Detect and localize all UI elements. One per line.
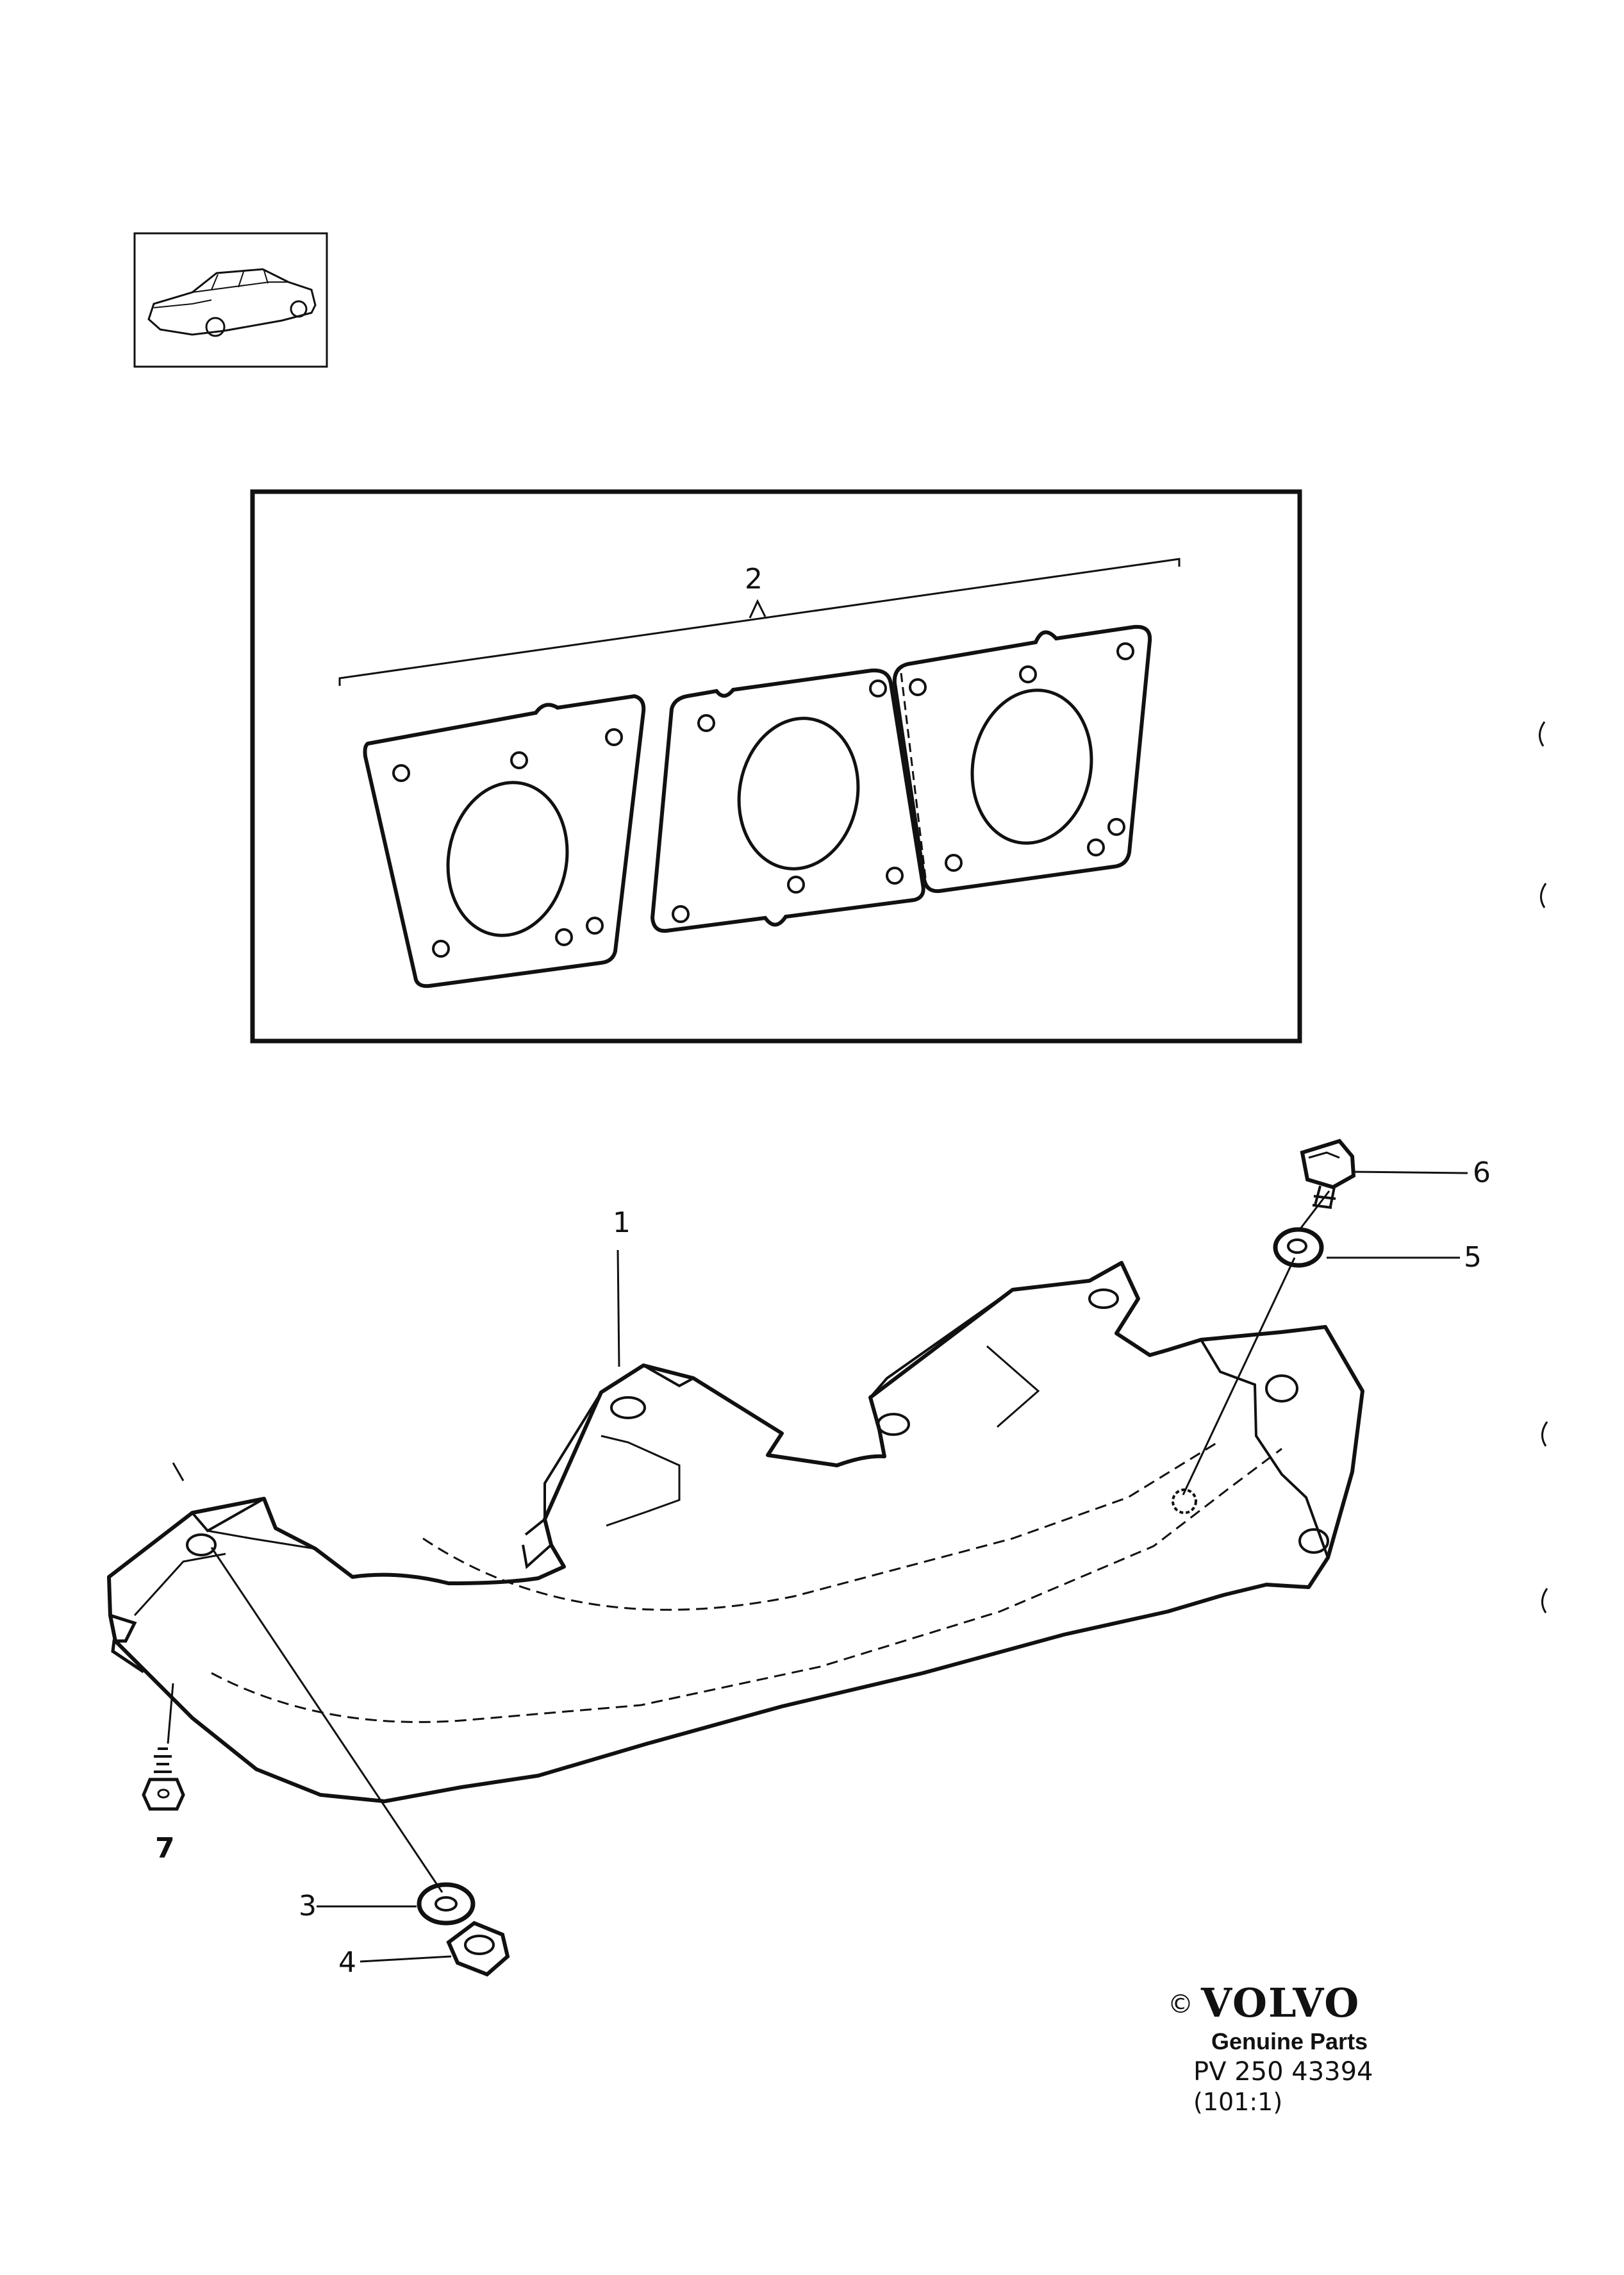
washer-3 (417, 1882, 476, 1926)
gasket-plate-3 (892, 624, 1152, 894)
callout-1: 1 (613, 1206, 631, 1239)
callout-5: 5 (1464, 1241, 1482, 1274)
callout-3: 3 (299, 1890, 317, 1922)
gasket-plate-1 (363, 694, 646, 988)
brand-logo: ©VOLVO (1168, 1981, 1501, 2027)
leader-lines (167, 1171, 1468, 1963)
margin-marks (1539, 721, 1548, 1613)
nut-4 (446, 1921, 510, 1977)
callout-2: 2 (745, 563, 763, 596)
bolt-6 (1300, 1138, 1356, 1209)
brand-block: ©VOLVO Genuine Parts PV 250 43394 (101:1… (1168, 1981, 1501, 2117)
gasket-set-panel (250, 489, 1302, 1044)
callout-4: 4 (338, 1946, 356, 1979)
diagram-ref: (101:1) (1193, 2088, 1283, 2116)
stud-bolt-7 (142, 1747, 185, 1811)
volvo-logo-text: VOLVO (1201, 1979, 1361, 2026)
callout-6: 6 (1473, 1156, 1491, 1189)
brand-subtitle: Genuine Parts (1211, 2028, 1368, 2054)
copyright-mark: © (1168, 1990, 1195, 2019)
callouts: 2 1 6 5 3 4 7 (155, 563, 1491, 1979)
washer-5 (1273, 1227, 1324, 1268)
part-code: PV 250 43394 (1193, 2057, 1373, 2087)
gasket-plate-2 (650, 668, 925, 933)
callout-7: 7 (155, 1832, 175, 1865)
car-thumbnail-icon (133, 232, 328, 368)
exhaust-manifold (107, 1261, 1364, 1803)
